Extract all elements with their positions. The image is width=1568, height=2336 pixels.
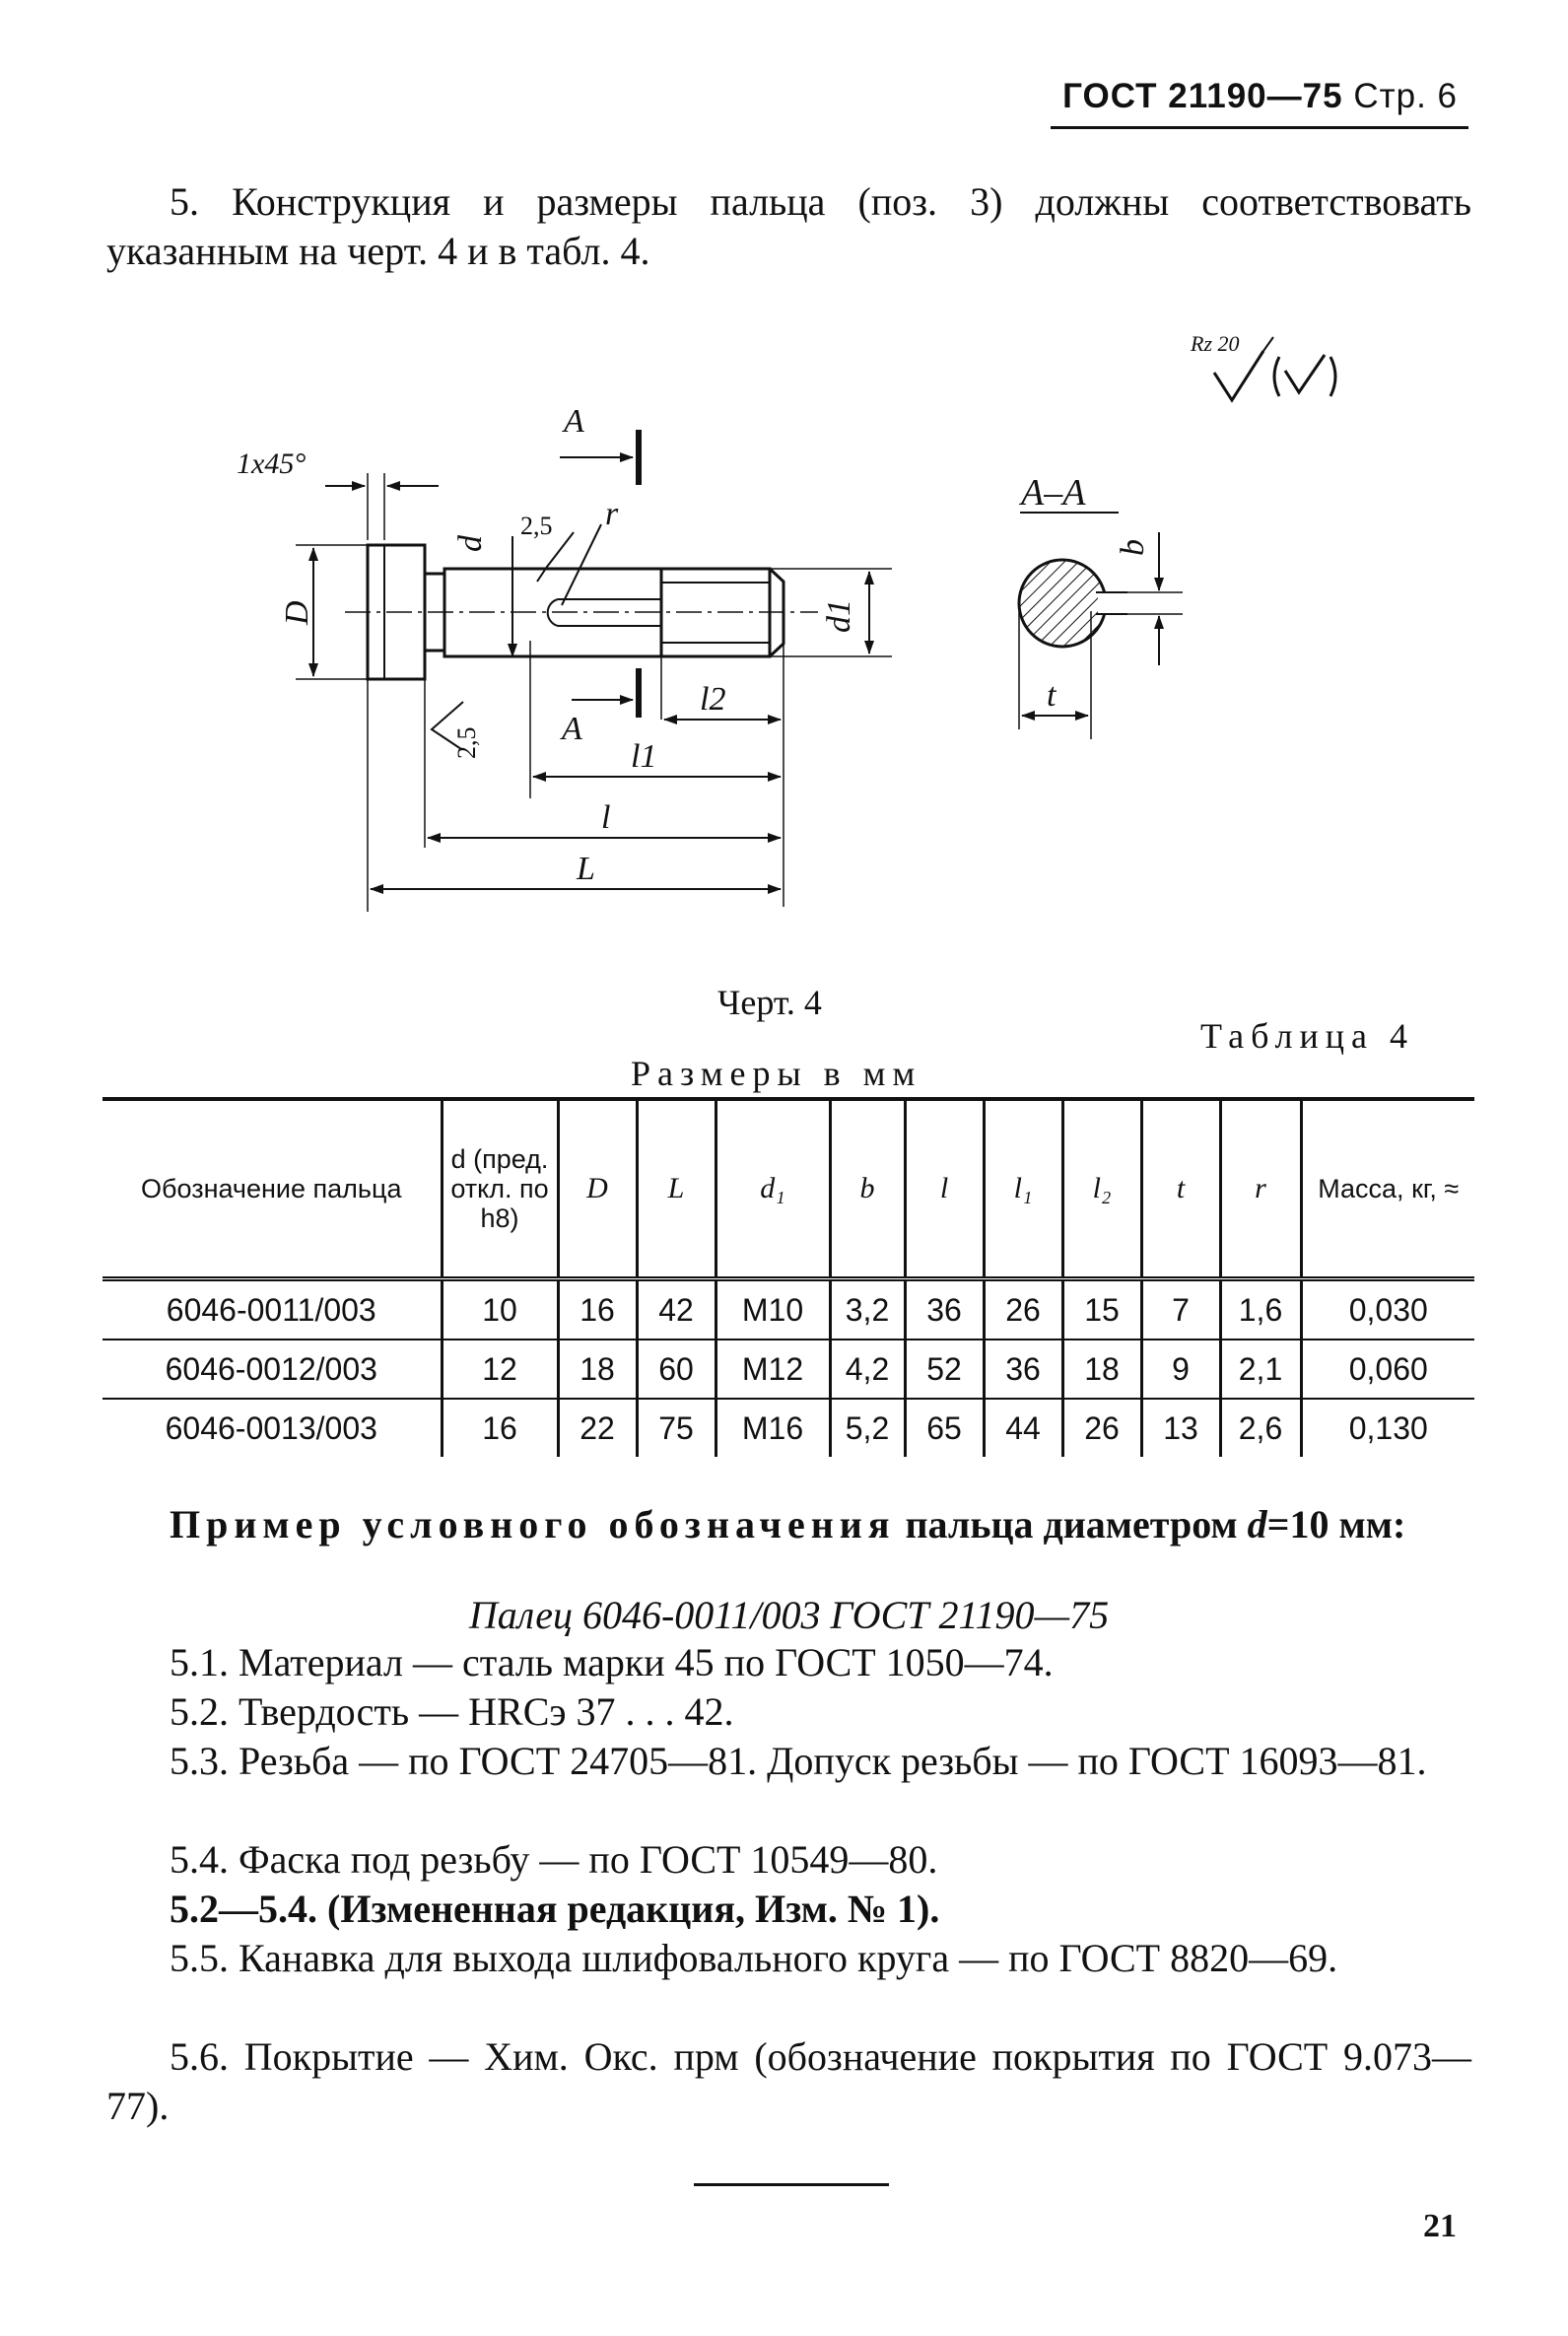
roughness-label-b: 2,5: [452, 727, 481, 760]
figure-caption: Черт. 4: [717, 983, 822, 1022]
cell: 4,2: [828, 1340, 905, 1400]
cell-designation: 6046-0011/003: [102, 1278, 442, 1340]
cell: 65: [903, 1399, 984, 1457]
col-t: t: [1139, 1097, 1220, 1281]
item-5-1: 5.1. Материал — сталь марки 45 по ГОСТ 1…: [170, 1640, 1054, 1684]
dim-t: t: [1047, 677, 1057, 714]
cell: 22: [556, 1399, 637, 1457]
table-label: Таблица 4: [1200, 1016, 1414, 1056]
col-L: L: [635, 1097, 716, 1281]
cell: 12: [440, 1340, 558, 1400]
example-rest: пальца диаметром: [905, 1502, 1238, 1546]
cell: 18: [556, 1340, 637, 1400]
example-heading: Пример условного обозначения пальца диам…: [106, 1500, 1471, 1549]
cell-designation: 6046-0013/003: [165, 1409, 377, 1446]
col-b: b: [828, 1097, 905, 1281]
dim-r: r: [605, 496, 619, 532]
bottom-rule: [694, 2183, 889, 2186]
cell: 36: [903, 1278, 984, 1340]
cell: 26: [982, 1278, 1062, 1340]
cell: M10: [714, 1278, 830, 1340]
col-designation: Обозначение пальца: [102, 1097, 442, 1281]
item-5-5: 5.5. Канавка для выхода шлифовального кр…: [170, 1936, 1338, 1980]
cell: 3,2: [828, 1278, 905, 1340]
cell: M16: [714, 1399, 830, 1457]
page-number: 21: [1423, 2208, 1457, 2244]
cell: 26: [1060, 1399, 1141, 1457]
col-d: d (пред. откл. по h8): [440, 1097, 558, 1281]
cell: 36: [982, 1340, 1062, 1400]
chamfer-label: 1x45°: [237, 447, 306, 480]
cell: 18: [1060, 1340, 1141, 1400]
page-header: ГОСТ 21190—75 Стр. 6: [1062, 77, 1458, 116]
example-value: =10 мм:: [1266, 1502, 1406, 1546]
col-r: r: [1218, 1097, 1301, 1281]
dimensions-table: Обозначение пальца d (пред. откл. по h8)…: [102, 1097, 1474, 1457]
cell: 44: [982, 1399, 1062, 1457]
example-designation: Палец 6046-0011/003 ГОСТ 21190—75: [468, 1593, 1110, 1637]
cell-mass: 0,130: [1299, 1399, 1474, 1457]
cell: 75: [635, 1399, 716, 1457]
roughness-label-a: 2,5: [520, 512, 553, 540]
cell-mass: 0,030: [1299, 1278, 1474, 1340]
cell: 9: [1139, 1340, 1220, 1400]
cell: 52: [903, 1340, 984, 1400]
table-row: 6046-0011/003 10 16 42 M10 3,2 36 26 15 …: [102, 1278, 1474, 1340]
cell: 16: [556, 1278, 637, 1340]
surface-mark-label: Rz 20: [1190, 331, 1240, 356]
table-row: 6046-0012/003 12 18 60 M12 4,2 52 36 18 …: [102, 1340, 1474, 1400]
col-mass: Масса, кг, ≈: [1299, 1097, 1474, 1281]
cell: 5,2: [828, 1399, 905, 1457]
units-caption: Размеры в мм: [631, 1054, 922, 1093]
dim-d1: d1: [821, 599, 857, 633]
section-letter-top: A: [562, 403, 584, 440]
item-5-4: 5.4. Фаска под резьбу — по ГОСТ 10549—80…: [170, 1837, 938, 1882]
section-title: A–A: [1018, 472, 1086, 514]
intro-paragraph: 5. Конструкция и размеры пальца (поз. 3)…: [106, 179, 1471, 273]
cell: 42: [635, 1278, 716, 1340]
col-l2: l₂: [1060, 1097, 1141, 1281]
technical-drawing: Rz 20 1x45° A A A–A D d d1 2,5 2,5 r l2 …: [237, 331, 1337, 912]
col-l1: l₁: [982, 1097, 1062, 1281]
dim-b: b: [1115, 539, 1151, 556]
item-5-2: 5.2. Твердость — HRCэ 37 . . . 42.: [170, 1689, 734, 1734]
standard-code: ГОСТ 21190—75: [1062, 77, 1343, 115]
section-letter-bottom: A: [560, 711, 582, 747]
table-header-row: Обозначение пальца d (пред. откл. по h8)…: [102, 1097, 1474, 1281]
cell: 10: [440, 1278, 558, 1340]
dim-L: L: [576, 851, 595, 887]
item-amendment: 5.2—5.4. (Измененная редакция, Изм. № 1)…: [170, 1887, 940, 1931]
section-circle: [1017, 558, 1108, 649]
example-var: d: [1247, 1502, 1267, 1546]
dim-l: l: [601, 799, 610, 836]
example-spaced: Пример условного обозначения: [170, 1502, 896, 1546]
pin-slot: [546, 598, 661, 627]
col-d1: d₁: [714, 1097, 830, 1281]
cell: 13: [1139, 1399, 1220, 1457]
cell: 1,6: [1218, 1278, 1301, 1340]
cell-mass: 0,060: [1299, 1340, 1474, 1400]
cell-designation: 6046-0012/003: [102, 1340, 442, 1400]
item-5-6: 5.6. Покрытие — Хим. Окс. прм (обозначен…: [106, 2034, 1471, 2128]
item-5-3: 5.3. Резьба — по ГОСТ 24705—81. Допуск р…: [170, 1739, 1427, 1783]
cell: 7: [1139, 1278, 1220, 1340]
table-row: 6046-0013/003 16 22 75 M16 5,2 65 44 26 …: [102, 1399, 1474, 1457]
dim-D: D: [279, 600, 315, 626]
dim-d: d: [452, 534, 489, 552]
col-l: l: [903, 1097, 984, 1281]
cell: 2,6: [1218, 1399, 1301, 1457]
cell: M12: [714, 1340, 830, 1400]
cell: 2,1: [1218, 1340, 1301, 1400]
dim-l1: l1: [631, 738, 656, 775]
cell: 15: [1060, 1278, 1141, 1340]
col-D: D: [556, 1097, 637, 1281]
cell: 60: [635, 1340, 716, 1400]
cell: 16: [440, 1399, 558, 1457]
header-page: Стр. 6: [1353, 77, 1458, 115]
header-rule: [1051, 126, 1468, 129]
dim-l2: l2: [700, 681, 725, 718]
